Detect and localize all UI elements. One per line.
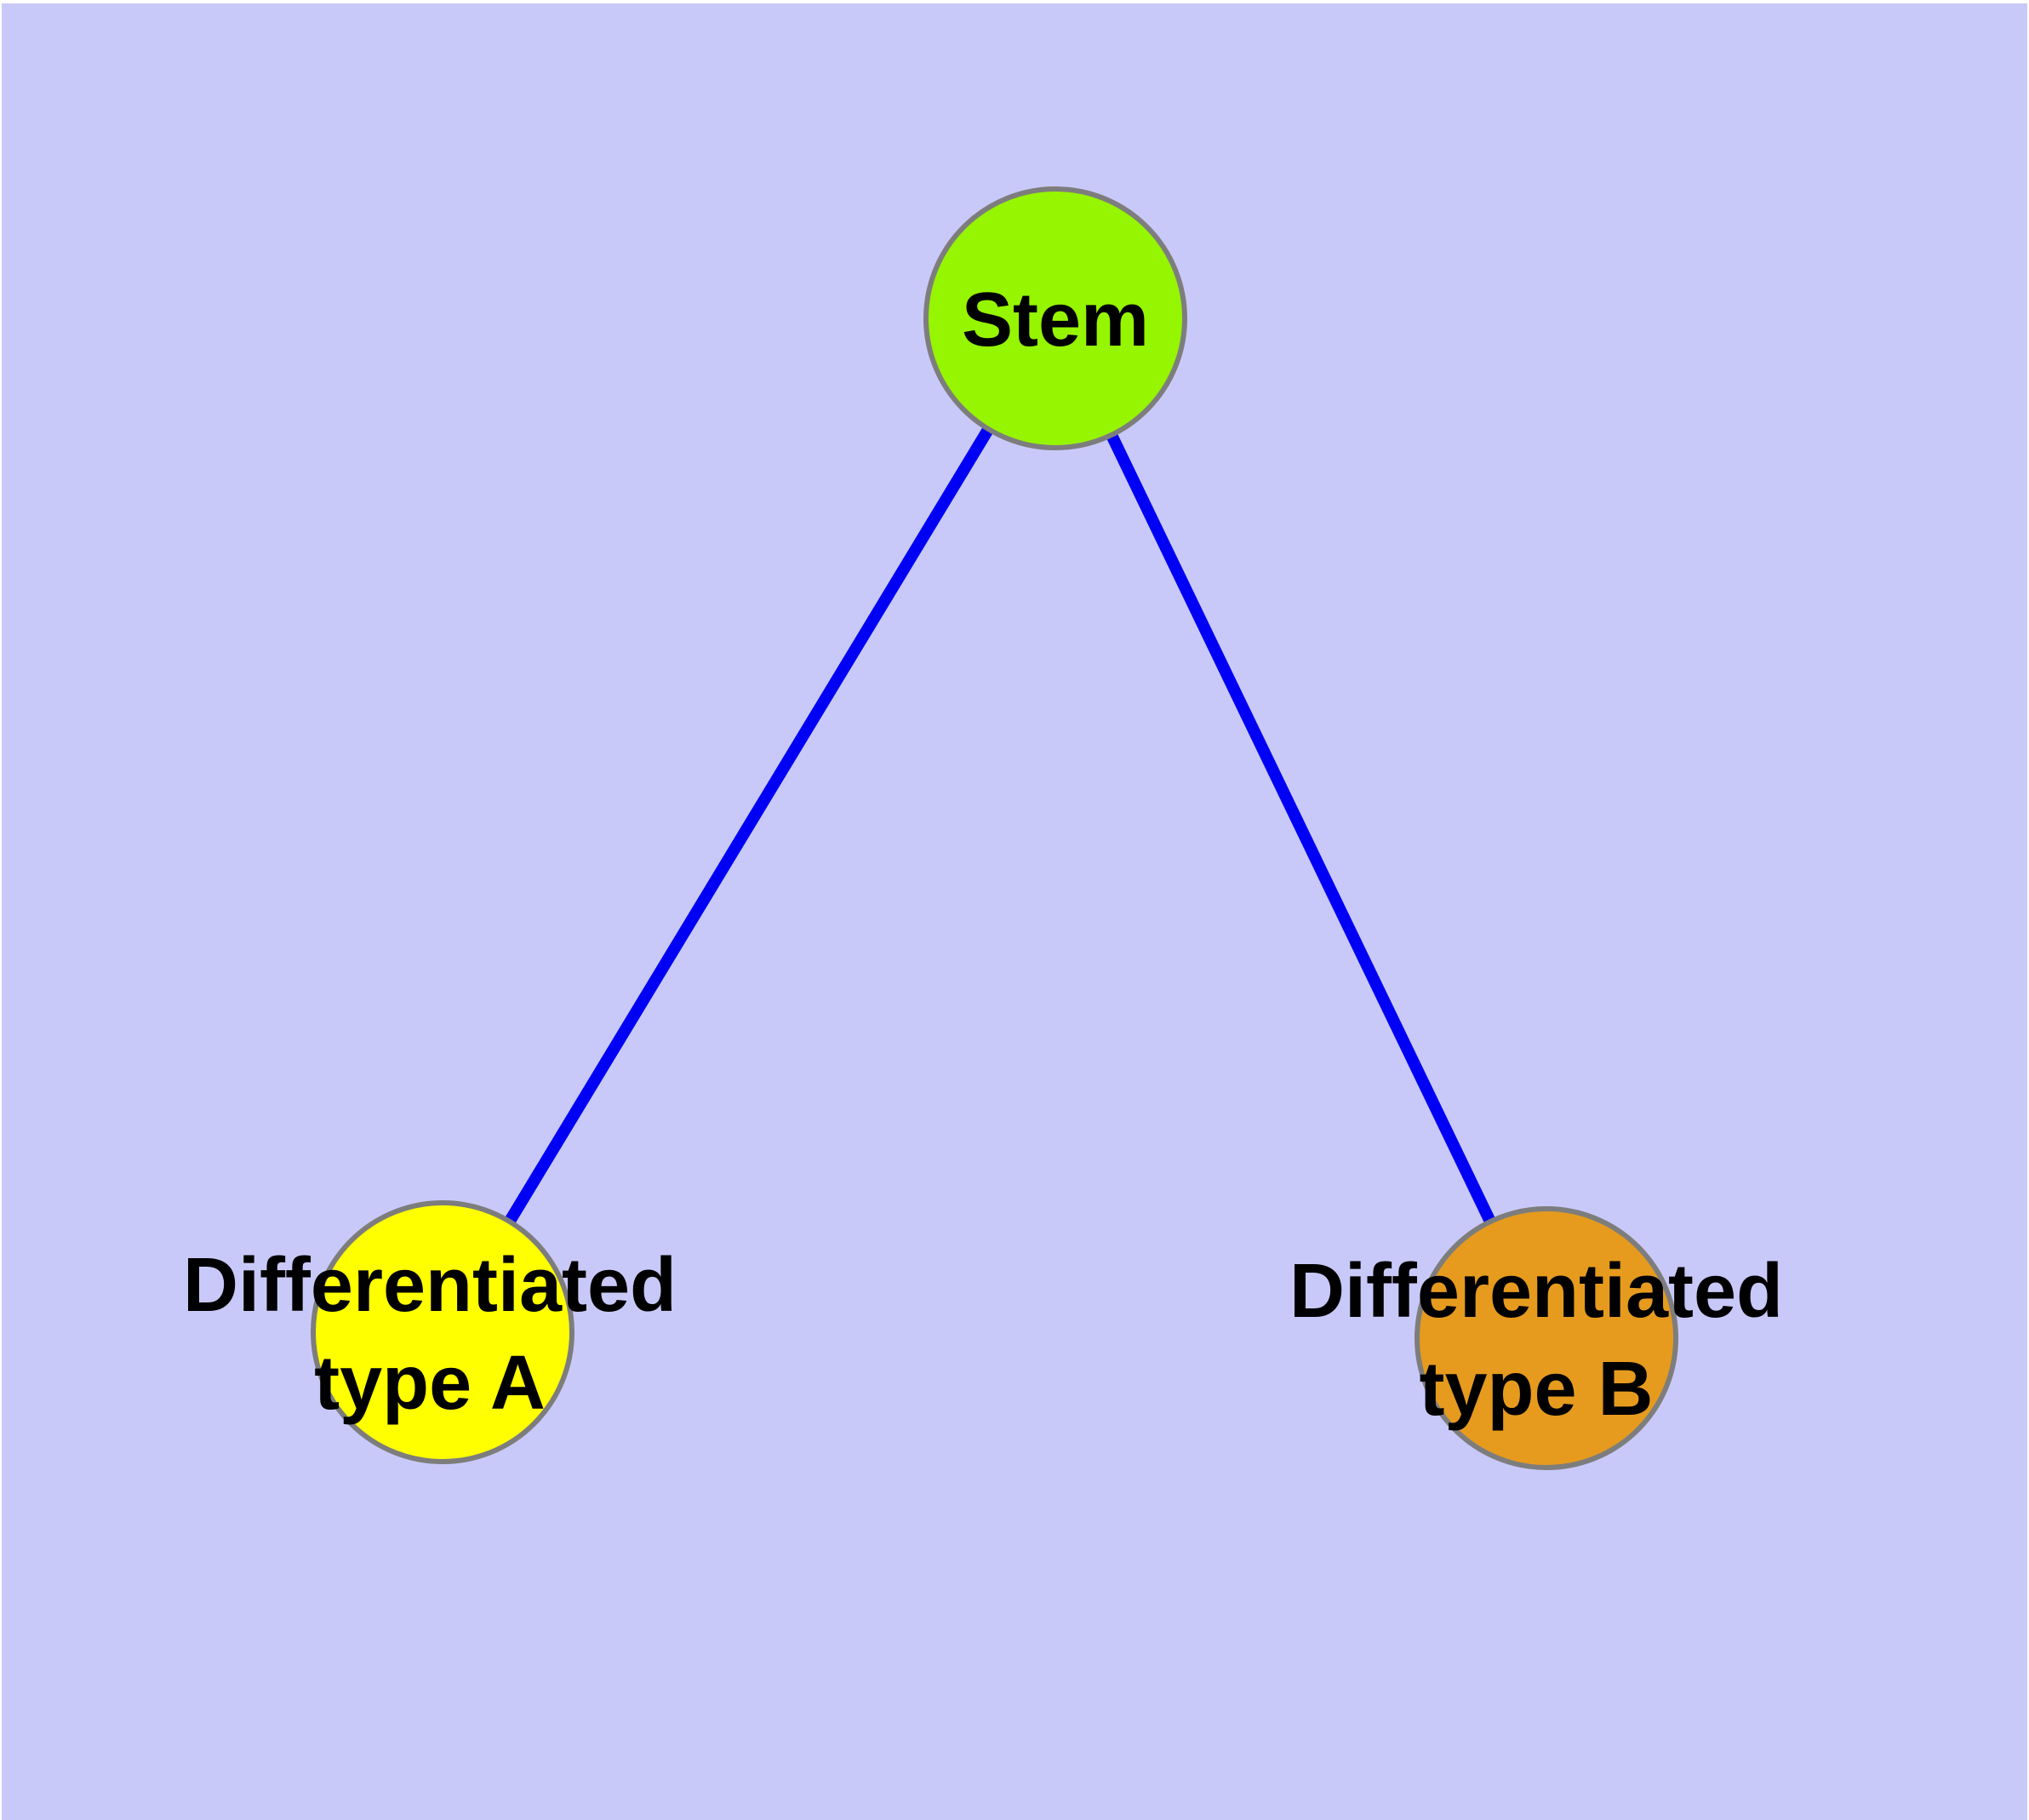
node-differentiated-type-b [1415,1206,1678,1470]
node-stem [923,186,1187,450]
edge-stem-to-type-b [1049,315,1552,1342]
node-type-b-label-line1: Differentiated [1289,1249,1783,1334]
node-type-b-label-line2: type B [1419,1347,1653,1432]
node-stem-label: Stem [962,278,1149,363]
node-type-a-label-line1: Differentiated [183,1243,677,1328]
node-differentiated-type-a [311,1200,574,1464]
edge-stem-to-type-a [437,315,1060,1336]
node-type-a-label-line2: type A [314,1341,546,1426]
